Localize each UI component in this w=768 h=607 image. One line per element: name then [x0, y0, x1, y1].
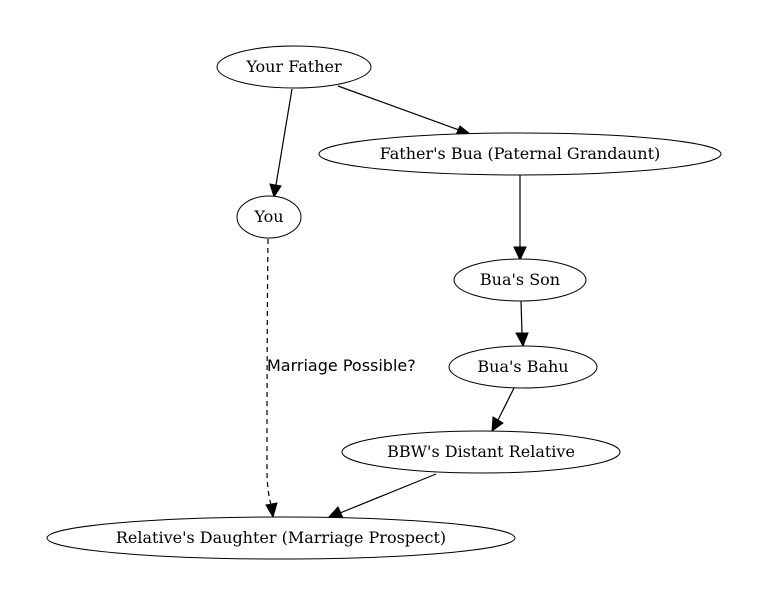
arrowhead-son-to-bahu — [515, 332, 529, 348]
node-bbw-distant-relative[interactable]: BBW's Distant Relative — [341, 430, 621, 474]
edge-father-to-bua — [337, 85, 460, 131]
node-your-father[interactable]: Your Father — [216, 45, 372, 89]
arrowhead-bua-to-son — [513, 246, 527, 262]
node-label-you: You — [253, 207, 283, 226]
node-label-relatives-daughter: Relative's Daughter (Marriage Prospect) — [116, 528, 446, 547]
node-label-your-father: Your Father — [245, 57, 342, 76]
edge-son-to-bahu — [520, 300, 523, 335]
edge-you-to-daughter-dashed — [266, 238, 272, 506]
node-label-fathers-bua: Father's Bua (Paternal Grandaunt) — [380, 144, 661, 163]
arrowhead-relative-to-daughter — [326, 506, 344, 519]
edge-label-marriage-possible: Marriage Possible? — [267, 356, 416, 375]
edge-relative-to-daughter — [339, 473, 437, 514]
node-relatives-daughter[interactable]: Relative's Daughter (Marriage Prospect) — [46, 516, 516, 560]
node-buas-bahu[interactable]: Bua's Bahu — [448, 345, 598, 389]
edge-bahu-to-relative — [497, 387, 515, 421]
node-you[interactable]: You — [236, 195, 302, 239]
node-label-bbw-distant-relative: BBW's Distant Relative — [387, 442, 575, 461]
node-buas-son[interactable]: Bua's Son — [453, 258, 587, 302]
arrowhead-you-to-daughter — [265, 502, 278, 519]
node-label-buas-son: Bua's Son — [480, 270, 560, 289]
edge-father-to-you — [275, 88, 293, 186]
edges — [265, 85, 529, 519]
node-label-buas-bahu: Bua's Bahu — [477, 357, 568, 376]
arrowhead-father-to-you — [269, 183, 282, 199]
node-fathers-bua[interactable]: Father's Bua (Paternal Grandaunt) — [318, 132, 722, 176]
arrowhead-bahu-to-relative — [491, 416, 504, 433]
